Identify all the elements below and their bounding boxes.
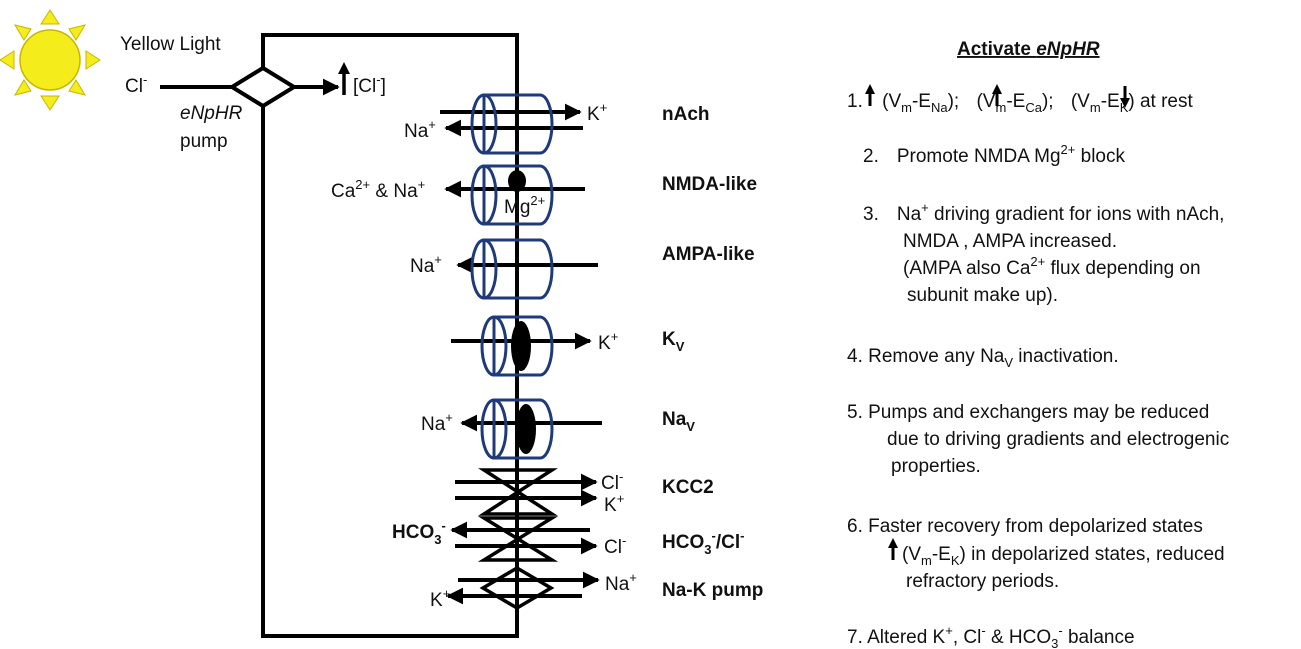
nmda-channel xyxy=(444,164,585,226)
kcc2-cl-label: Cl- xyxy=(601,469,623,494)
item-6-line-3: refractory periods. xyxy=(906,571,1059,592)
kcc2-transporter xyxy=(455,468,598,516)
nach-label: nAch xyxy=(662,104,710,125)
item-2: 2.Promote NMDA Mg2+ block xyxy=(863,142,1125,167)
ampa-label: AMPA-like xyxy=(662,244,755,265)
na-k-pump-label: Na-K pump xyxy=(662,580,763,601)
kv-channel xyxy=(451,315,592,377)
na-k-pump xyxy=(446,565,600,611)
enphr-pump-icon xyxy=(228,65,298,109)
kv-label: KV xyxy=(662,329,685,354)
down-arrow-icon xyxy=(1120,86,1130,108)
ampa-channel xyxy=(456,238,598,300)
nach-k-label: K+ xyxy=(587,100,607,125)
nmda-label: NMDA-like xyxy=(662,174,757,195)
nmda-ions-label: Ca2+ & Na+ xyxy=(331,177,425,202)
up-arrow-icon xyxy=(888,538,898,560)
ampa-na-label: Na+ xyxy=(410,252,442,277)
pump-name-label: eNpHR xyxy=(180,103,243,124)
item-3-line-2: NMDA , AMPA increased. xyxy=(903,231,1117,252)
chloride-conc-label: [Cl-] xyxy=(353,72,386,97)
hco3-cl-exchanger xyxy=(450,516,598,562)
nav-na-label: Na+ xyxy=(421,410,453,435)
nach-channel xyxy=(440,93,583,155)
item-3-line-3: (AMPA also Ca2+ flux depending on xyxy=(903,254,1201,279)
kcc2-label: KCC2 xyxy=(662,477,714,498)
up-arrow-icon xyxy=(338,62,350,95)
chloride-in-label: Cl- xyxy=(125,72,147,97)
na-k-na-label: Na+ xyxy=(605,570,637,595)
panel-title: Activate eNpHR xyxy=(957,39,1100,60)
kcc2-k-label: K+ xyxy=(604,491,624,516)
light-label: Yellow Light xyxy=(120,34,221,55)
item-1: 1. (Vm-ENa); (Vm-ECa); (Vm-EK) at rest xyxy=(847,91,1193,115)
item-5-line-3: properties. xyxy=(891,456,981,477)
nav-label: NaV xyxy=(662,409,695,434)
item-6-line-2: (Vm-EK) in depolarized states, reduced xyxy=(902,544,1225,568)
item-5-line-1: 5. Pumps and exchangers may be reduced xyxy=(847,402,1209,423)
hco3-cl-label: HCO3-/Cl- xyxy=(662,528,744,557)
kv-k-label: K+ xyxy=(598,329,618,354)
item-6-line-1: 6. Faster recovery from depolarized stat… xyxy=(847,516,1203,537)
na-k-k-label: K+ xyxy=(430,586,450,611)
pump-word-label: pump xyxy=(180,131,228,152)
nav-channel xyxy=(460,398,602,460)
sun-icon xyxy=(0,9,101,111)
up-arrow-icon xyxy=(992,84,1002,106)
mg-block-label: Mg2+ xyxy=(504,193,545,218)
hco3-left-label: HCO3- xyxy=(392,518,446,547)
hco3-cl-right-label: Cl- xyxy=(604,533,626,558)
item-3-line-1: 3.Na+ driving gradient for ions with nAc… xyxy=(863,200,1224,225)
nach-na-label: Na+ xyxy=(404,117,436,142)
up-arrow-icon xyxy=(865,84,875,106)
item-7: 7. Altered K+, Cl- & HCO3- balance xyxy=(847,623,1135,649)
item-3-line-4: subunit make up). xyxy=(907,285,1058,306)
item-4: 4. Remove any NaV inactivation. xyxy=(847,346,1119,370)
item-5-line-2: due to driving gradients and electrogeni… xyxy=(887,429,1229,450)
